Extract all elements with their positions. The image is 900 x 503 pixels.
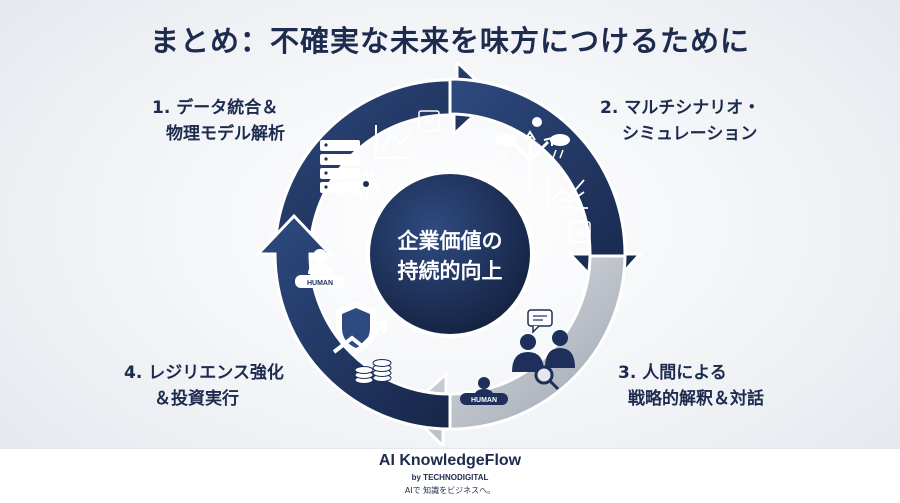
step-4-line2: ＆投資実行 [154,389,239,409]
human-badge-icon: HUMAN [295,249,345,288]
brand-byline: by TECHNODIGITAL [411,473,489,482]
page-title: まとめ：不確実な未来を味方につけるために [149,24,750,58]
people-discussion-icon [512,330,575,372]
coins-icon [354,359,392,384]
magnifier-icon [534,365,560,391]
line-chart-icon [375,125,412,159]
step-2-line2: シミュレーション [622,124,758,144]
step-2-line1: 2. マルチシナリオ・ [600,98,761,118]
step-3-label: 3. 人間による 戦略的解釈＆対話 [618,360,764,412]
step-1-line1: 1. データ統合＆ [152,98,279,118]
ai-badge-2: AI [576,228,585,238]
ai-chip-icon: AI [418,110,440,132]
footer-band [0,448,900,503]
growth-arrow-icon [332,320,388,354]
step-1-line2: 物理モデル解析 [166,124,285,144]
step-1-label: 1. データ統合＆ 物理モデル解析 [152,95,285,147]
step-3-line2: 戦略的解釈＆対話 [628,389,764,409]
step-4-label: 4. レジリエンス強化 ＆投資実行 [124,360,284,412]
brand-tagline: AIで 知識をビジネスへ。 [404,486,496,495]
center-line2: 持続的向上 [397,259,503,283]
cycle-diagram: AI AI [254,62,644,446]
human-badge-icon: HUMAN [460,377,508,405]
branch-arrows-icon [507,130,553,190]
brand-logo-text: AI KnowledgeFlow [378,452,522,469]
human-badge-1: HUMAN [307,280,333,287]
step-3-line1: 3. 人間による [618,363,727,383]
center-line1: 企業価値の [397,229,503,253]
gear-icon [352,170,380,198]
chat-bubble-icon [527,309,553,334]
server-stack-icon [320,140,360,193]
trend-chart-icon [547,175,588,209]
center-label: 企業価値の 持続的向上 [375,226,525,286]
human-badge-2: HUMAN [471,397,497,404]
step-4-line1: 4. レジリエンス強化 [124,363,284,383]
ai-badge-1: AI [425,117,434,127]
center-circle [366,170,534,338]
step-2-label: 2. マルチシナリオ・ シミュレーション [600,95,760,147]
ai-chip-icon: AI [569,221,591,243]
